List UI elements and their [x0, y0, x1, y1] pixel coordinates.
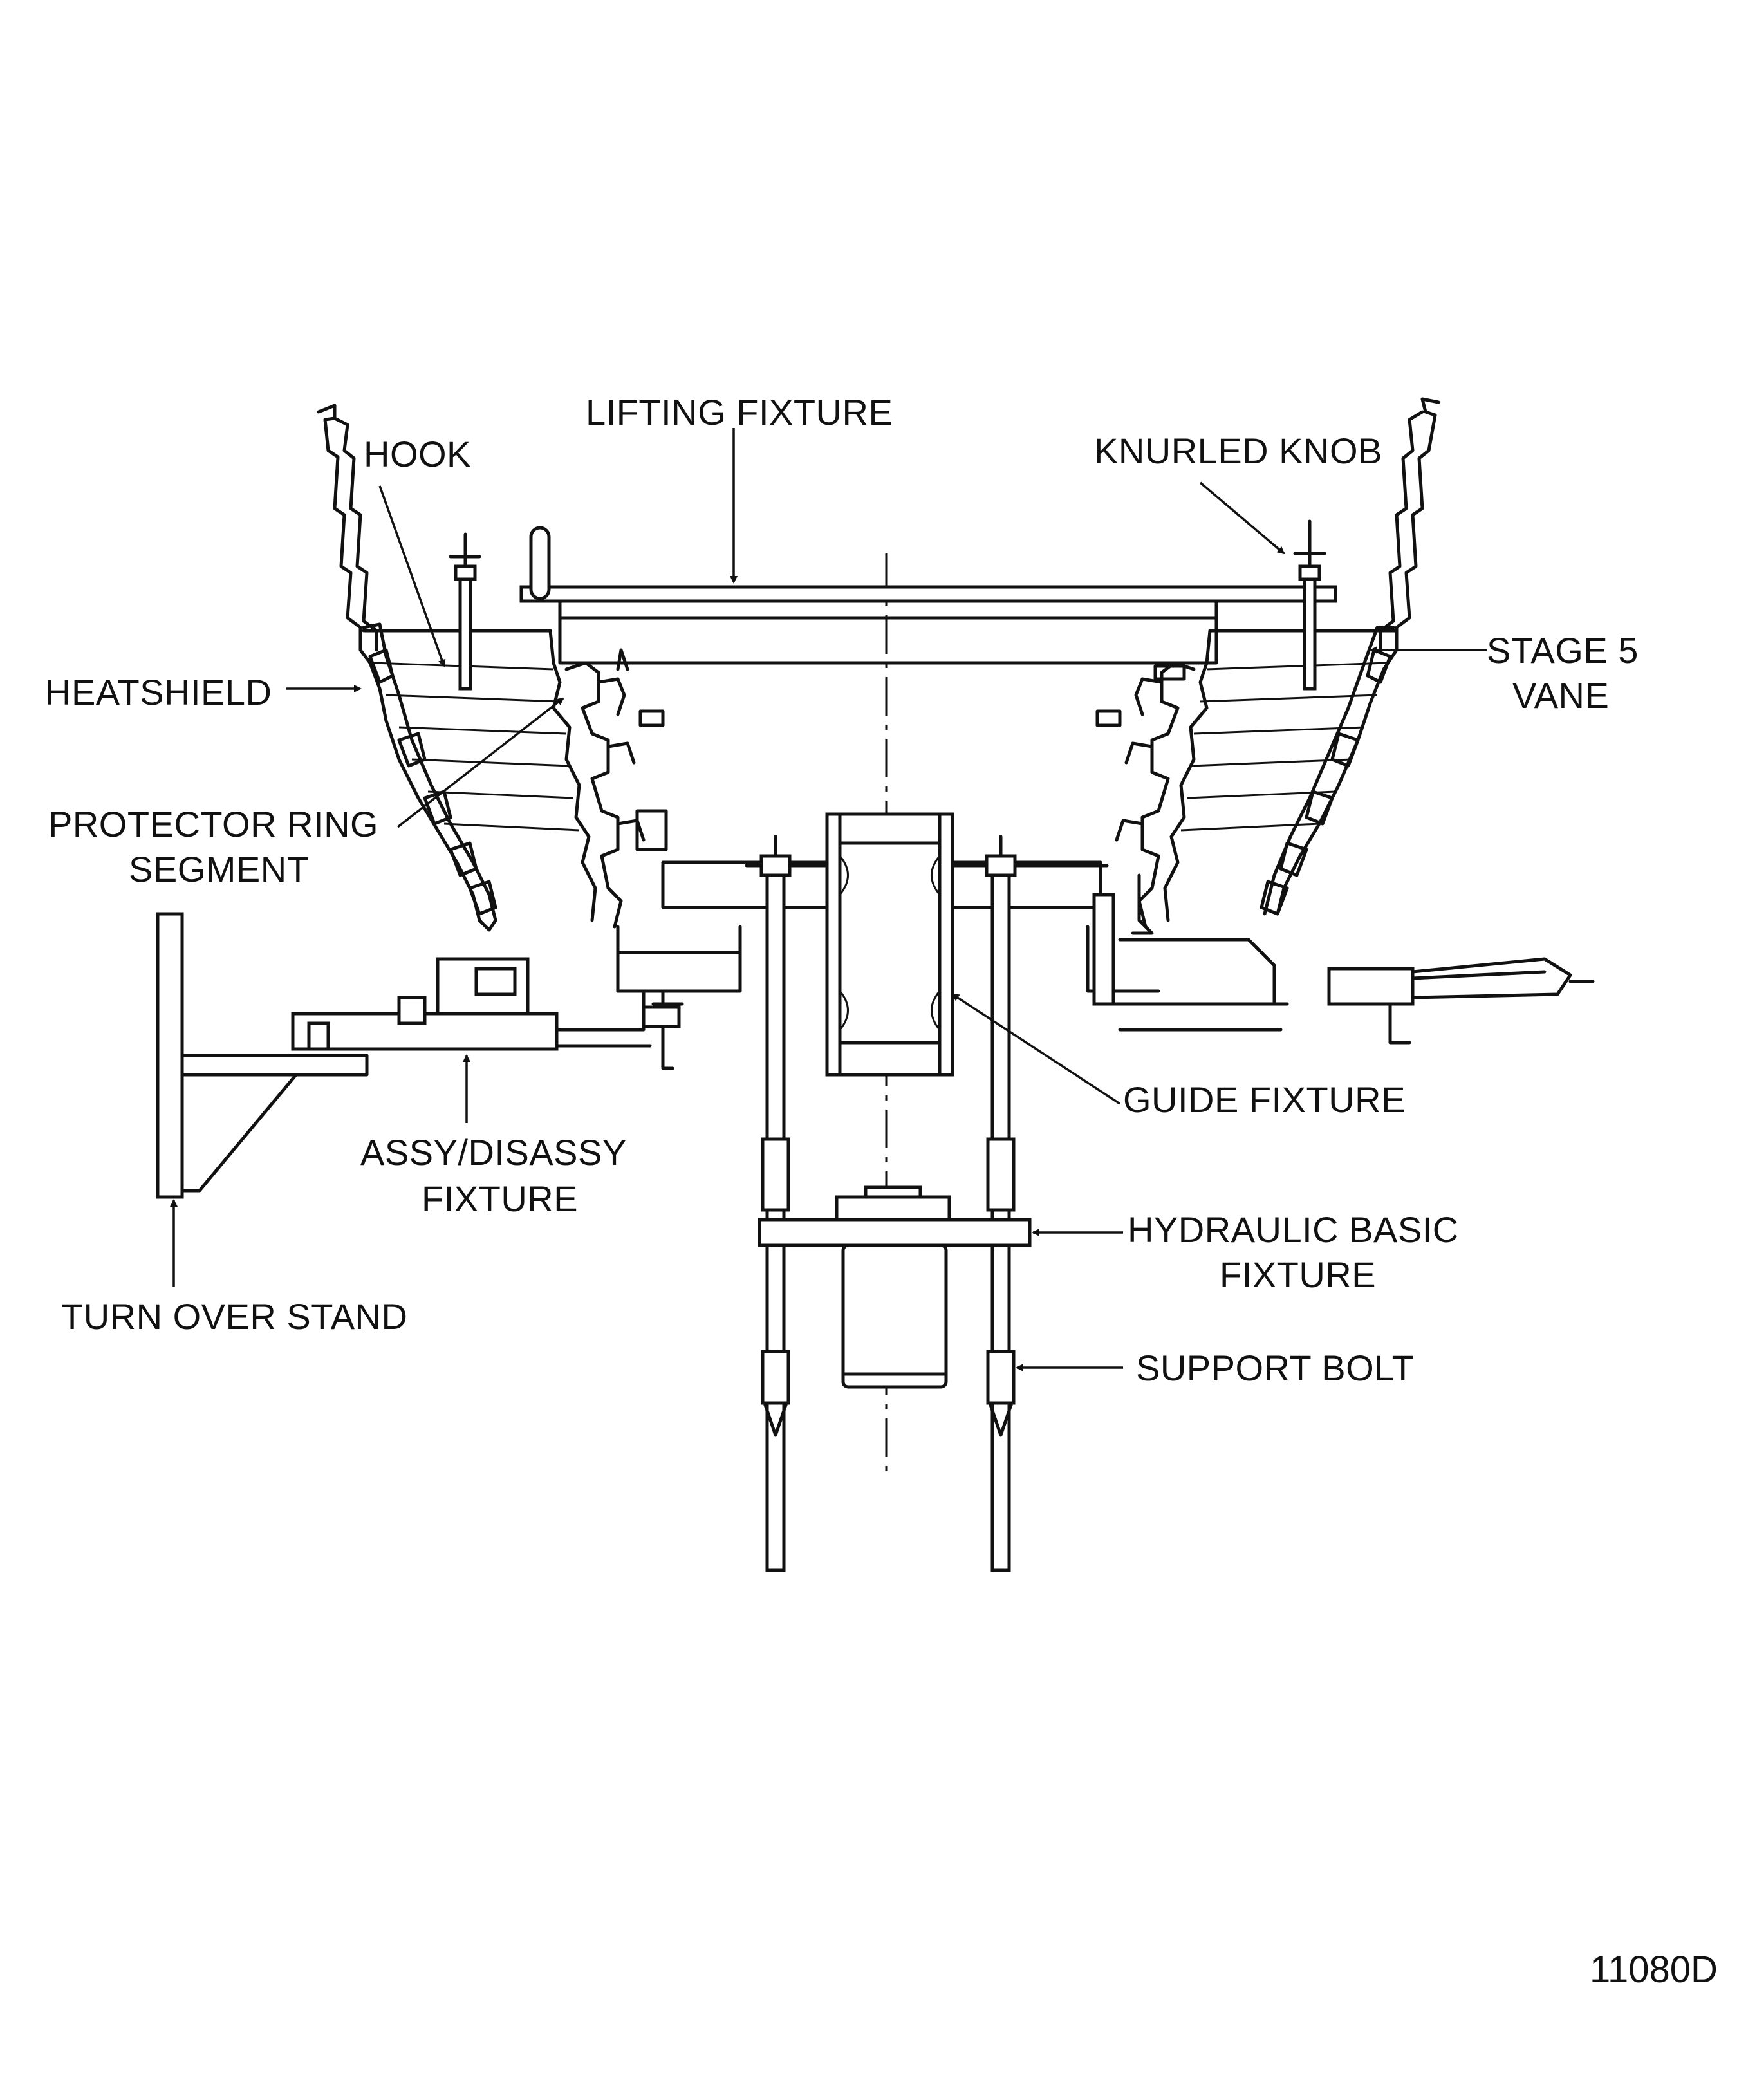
casing-right	[1263, 397, 1440, 916]
hook-right	[1293, 519, 1326, 691]
label-knurled-knob: KNURLED KNOB	[1094, 431, 1382, 471]
label-heatshield: HEATSHIELD	[45, 672, 272, 712]
label-guide-fixture: GUIDE FIXTURE	[1123, 1079, 1406, 1120]
label-stage5-vane-line2: VANE	[1512, 675, 1609, 716]
casing-left	[317, 404, 497, 932]
inner-rings-right	[1095, 661, 1196, 929]
label-protector-ring-line1: PROTECTOR RING	[48, 804, 378, 844]
guide-fixture	[825, 812, 954, 1077]
label-assy-disassy-line1: ASSY/DISASSY	[360, 1132, 627, 1173]
label-stage5-vane-line1: STAGE 5	[1487, 630, 1639, 671]
label-turn-over-stand: TURN OVER STAND	[61, 1296, 408, 1337]
label-support-bolt: SUPPORT BOLT	[1136, 1348, 1414, 1388]
vane-stack-left	[362, 629, 597, 922]
label-hydraulic-basic-line2: FIXTURE	[1220, 1254, 1376, 1295]
label-hook: HOOK	[364, 434, 471, 474]
inner-rings-left	[564, 648, 668, 929]
support-bolt-left	[759, 835, 792, 1572]
assy-disassy-fixture	[291, 957, 684, 1070]
label-protector-ring-line2: SEGMENT	[129, 849, 309, 889]
vane-stack-right	[1163, 629, 1399, 922]
label-hydraulic-basic-line1: HYDRAULIC BASIC	[1128, 1209, 1459, 1250]
lifting-fixture-plate	[519, 526, 1337, 665]
figure-id: 11080D	[1590, 1949, 1718, 1991]
clamp-handle-right	[1092, 873, 1595, 1045]
label-lifting-fixture: LIFTING FIXTURE	[586, 392, 893, 432]
leader-lines	[170, 428, 1487, 1371]
label-assy-disassy-line2: FIXTURE	[422, 1178, 578, 1219]
turn-over-stand	[156, 912, 369, 1199]
support-bolt-right	[985, 835, 1017, 1572]
hook-left	[449, 532, 481, 691]
hydraulic-basic-fixture	[758, 1185, 1032, 1389]
